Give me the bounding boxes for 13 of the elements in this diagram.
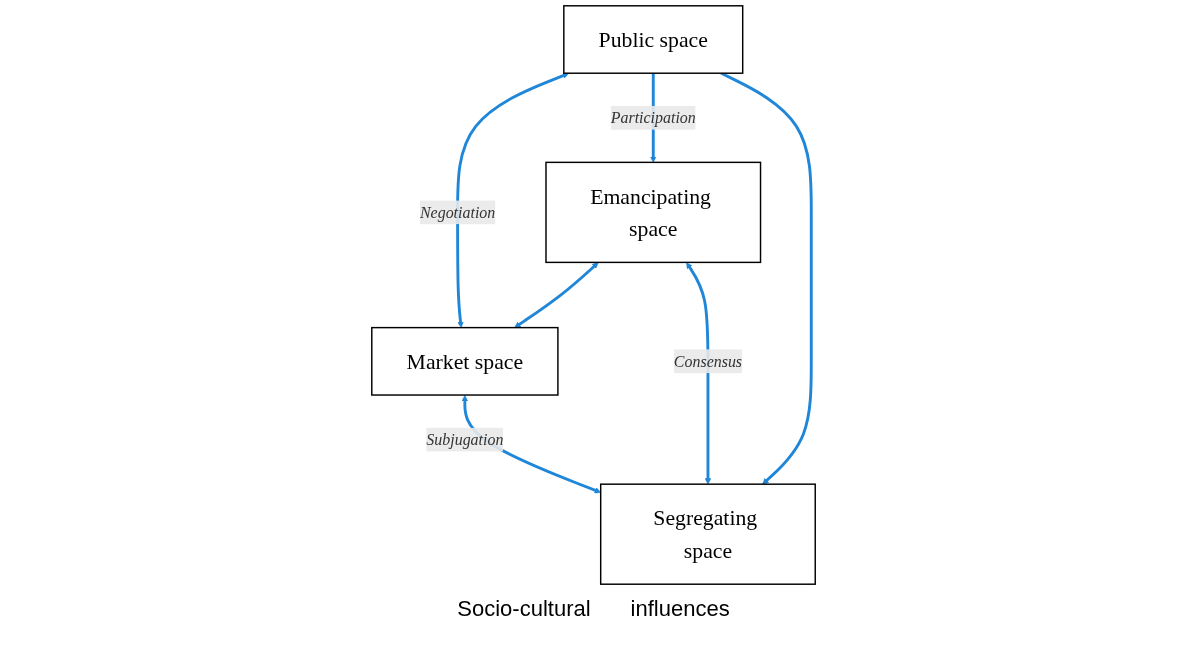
edge-label: Participation: [610, 108, 696, 127]
cross-arrow-caption: influences: [630, 596, 730, 621]
cross-arrow-caption: Socio-cultural: [457, 596, 591, 621]
arrow: [514, 262, 599, 328]
node-box: Emancipating space: [545, 161, 762, 264]
edge-label: Consensus: [673, 352, 743, 371]
node-box: Segregating space: [599, 483, 816, 585]
edge-label: Subjugation: [426, 430, 504, 449]
node-box: Market space: [371, 326, 559, 396]
edge-label: Negotiation: [419, 203, 496, 222]
arrow: [456, 72, 569, 328]
arrow: [686, 262, 712, 485]
node-box: Public space: [563, 5, 744, 74]
